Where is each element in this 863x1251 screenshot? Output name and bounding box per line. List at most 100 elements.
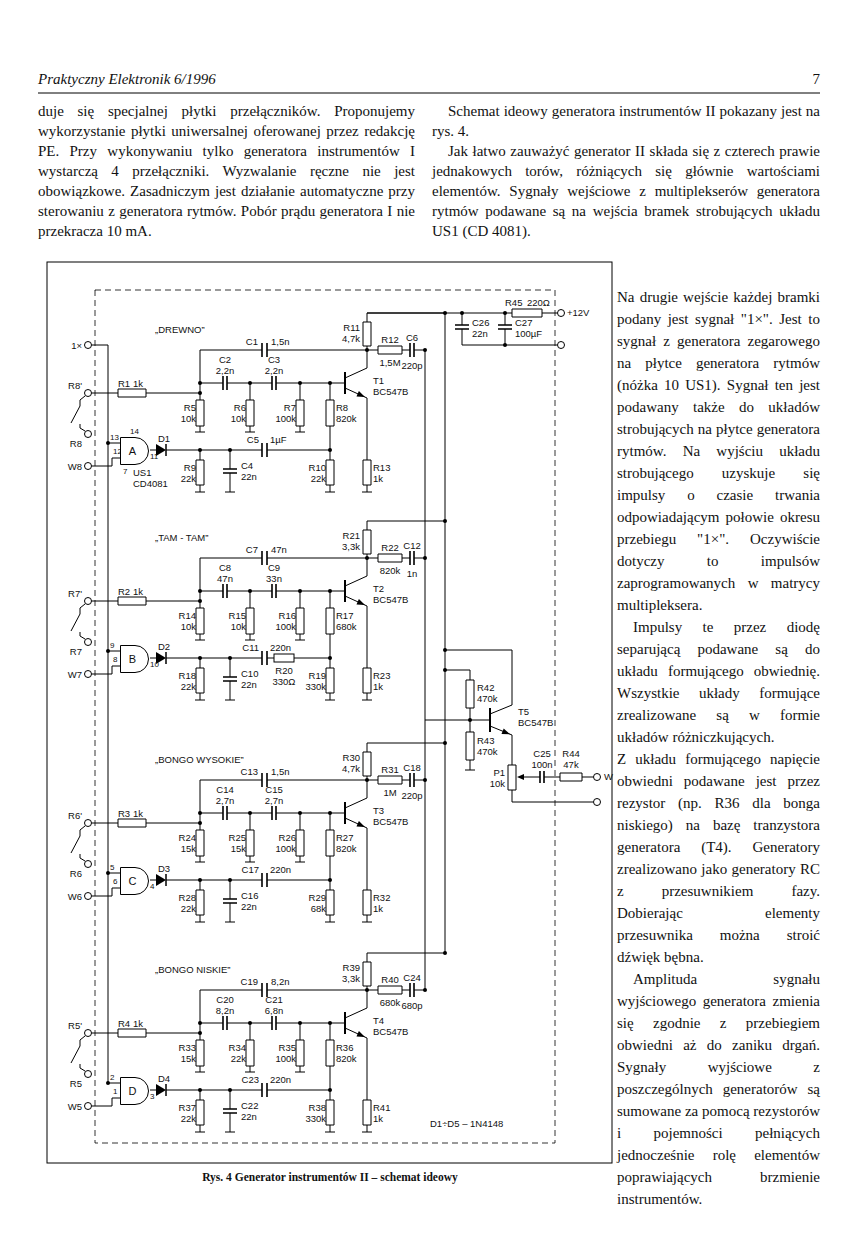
component-label: 820k xyxy=(380,565,401,576)
and-gate: D xyxy=(120,1077,150,1105)
component-label: P1 xyxy=(493,767,505,778)
terminal-label: R7 xyxy=(70,646,82,657)
junction-dot xyxy=(443,311,507,722)
component-label: C5 xyxy=(247,434,259,445)
component-label: R30 xyxy=(343,752,360,763)
component-label: R21 xyxy=(343,530,360,541)
part-name: US1 xyxy=(133,467,151,478)
component-label: 2,2n xyxy=(216,365,235,376)
component-label: R36 xyxy=(336,1042,353,1053)
terminal-label: W8 xyxy=(68,461,82,472)
terminal xyxy=(558,310,565,317)
pin-number: 3 xyxy=(150,1092,154,1101)
component-label: R40 xyxy=(381,974,398,985)
component-label: 820k xyxy=(336,1053,357,1064)
component-label: 10k xyxy=(231,413,246,424)
component-label: C13 xyxy=(241,766,258,777)
component-label: R43 xyxy=(477,735,494,746)
terminal-label: +12V xyxy=(567,307,589,318)
body-text: Na drugie wejście każdej bramki podany j… xyxy=(617,286,820,616)
terminal-label: 1× xyxy=(71,340,82,351)
component-label: 1k xyxy=(373,903,383,914)
component-label: 1M xyxy=(383,787,396,798)
schematic-circle xyxy=(503,311,507,315)
component-label: D1 xyxy=(158,433,170,444)
component-label: R32 xyxy=(373,892,390,903)
component-label: R7 xyxy=(284,402,296,413)
schematic-circle xyxy=(443,648,447,652)
component-label: 2,7n xyxy=(265,795,284,806)
component-label: R24 xyxy=(179,832,196,843)
component-label: 100k xyxy=(275,621,296,632)
component-label: 220p xyxy=(401,360,422,371)
page-number: 7 xyxy=(813,70,821,88)
component-label: 8,2n xyxy=(216,1005,235,1016)
component-label: R5 xyxy=(184,402,196,413)
component-label: R19 xyxy=(309,670,326,681)
terminal-label: W xyxy=(604,771,613,782)
component-label: 820k xyxy=(336,413,357,424)
schematic-circle xyxy=(443,668,447,672)
capacitor-symbol xyxy=(455,325,544,783)
component-label: 330k xyxy=(305,681,326,692)
channel-circuit xyxy=(71,951,447,1132)
terminal-label: R6 xyxy=(70,868,82,879)
component-label: R28 xyxy=(179,892,196,903)
component-label: 1,5n xyxy=(271,336,290,347)
component-label: 330Ω xyxy=(273,676,296,687)
component-label: C3 xyxy=(268,354,280,365)
component-label: R33 xyxy=(179,1042,196,1053)
component-label: T5 xyxy=(518,706,529,717)
terminal-label: R8 xyxy=(70,438,82,449)
figure-frame xyxy=(47,262,612,1163)
channel-circuit xyxy=(71,311,447,492)
running-header: Praktyczny Elektronik 6/1996 xyxy=(38,70,216,88)
wire xyxy=(92,313,594,1083)
component-label: 22n xyxy=(241,679,257,690)
terminal-label: R5 xyxy=(70,1078,82,1089)
component-label: D3 xyxy=(158,863,170,874)
component-label: 6,8n xyxy=(265,1005,284,1016)
pin-number: 13 xyxy=(110,433,119,442)
component-label: R3 xyxy=(118,808,130,819)
wiper-arrow xyxy=(517,774,524,780)
component-label: R26 xyxy=(279,832,296,843)
body-text: Impulsy te przez diodę separującą podawa… xyxy=(617,616,820,748)
component-label: 68k xyxy=(311,903,326,914)
component-label: 470k xyxy=(477,746,498,757)
component-label: 220p xyxy=(401,790,422,801)
component-label: 22n xyxy=(241,901,257,912)
component-label: R35 xyxy=(279,1042,296,1053)
terminal xyxy=(85,342,92,349)
component-label: C2 xyxy=(219,354,231,365)
component-label: R11 xyxy=(343,322,360,333)
component-label: 10k xyxy=(490,778,505,789)
component-label: C18 xyxy=(403,762,420,773)
component-label: 22n xyxy=(472,328,488,339)
component-label: C1 xyxy=(246,336,258,347)
component-label: 1k xyxy=(373,473,383,484)
component-label: 22k xyxy=(231,1053,246,1064)
component-label: 47n xyxy=(217,573,233,584)
schematic-circle xyxy=(503,343,507,347)
component-label: C25 xyxy=(533,748,550,759)
gate-letter: C xyxy=(120,867,145,895)
component-label: R4 xyxy=(118,1018,130,1029)
component-label: C27 xyxy=(515,317,532,328)
component-label: 1n xyxy=(407,568,418,579)
component-label: C4 xyxy=(241,460,253,471)
component-label: BC547B xyxy=(373,594,408,605)
terminal-label: R6' xyxy=(68,810,82,821)
pin-number: 11 xyxy=(150,452,158,461)
component-label: 820k xyxy=(336,843,357,854)
terminal xyxy=(558,342,565,349)
component-label: C10 xyxy=(241,668,258,679)
figure-caption: Rys. 4 Generator instrumentów II – schem… xyxy=(202,1170,458,1184)
gate-outline xyxy=(121,438,149,465)
component-label: 1k xyxy=(373,681,383,692)
component-label: BC547B xyxy=(373,386,408,397)
component-label: 100k xyxy=(275,1053,296,1064)
component-label: R23 xyxy=(373,670,390,681)
component-label: D2 xyxy=(158,641,170,652)
component-label: R37 xyxy=(179,1102,196,1113)
